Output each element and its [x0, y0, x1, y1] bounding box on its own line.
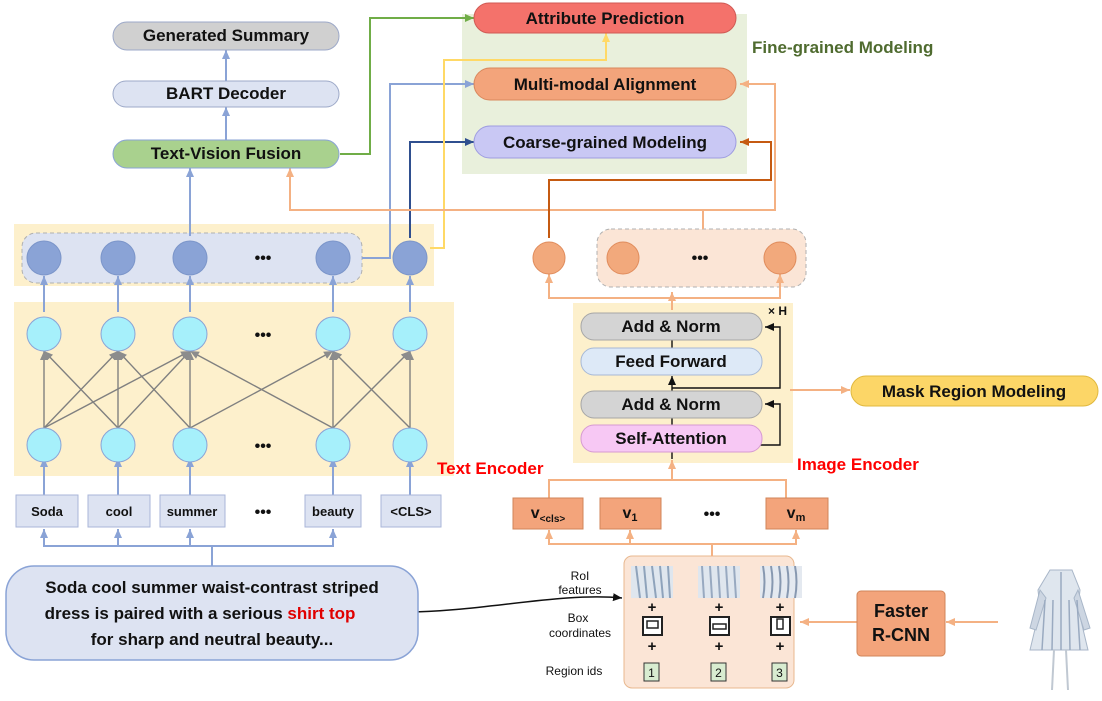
shirt-top-highlight: shirt top — [287, 604, 355, 623]
svg-text:Coarse-grained Modeling: Coarse-grained Modeling — [503, 133, 707, 152]
text-side-arrows — [40, 50, 474, 566]
svg-text:+: + — [715, 638, 724, 655]
text-encoder-label: Text Encoder — [437, 459, 544, 478]
svg-text:+: + — [715, 599, 724, 616]
dress-image — [1029, 569, 1091, 691]
svg-text:2: 2 — [715, 666, 722, 680]
box-coordinate-icon-3 — [770, 616, 791, 636]
input-text-line2-prefix: dress is paired with a serious — [45, 604, 288, 623]
token-cls: <CLS> — [390, 504, 432, 519]
box-coordinate-icon-1 — [642, 616, 663, 636]
roi-thumbnail-3 — [760, 565, 802, 599]
token-summer: summer — [167, 504, 218, 519]
region-ids-label: Region ids — [546, 664, 603, 678]
features-label: features — [558, 583, 601, 597]
svg-text:3: 3 — [776, 666, 783, 680]
box-coordinate-icon-2 — [709, 616, 730, 636]
cls-to-coarse-arrow — [409, 138, 474, 238]
shirt-link-arrow — [404, 593, 623, 616]
svg-text:Faster: Faster — [874, 601, 928, 621]
svg-text:Feed Forward: Feed Forward — [615, 352, 726, 371]
token-soda: Soda — [31, 504, 64, 519]
svg-text:Multi-modal Alignment: Multi-modal Alignment — [514, 75, 697, 94]
svg-text:Self-Attention: Self-Attention — [615, 429, 726, 448]
repeat-h-label: × H — [768, 304, 787, 318]
svg-text:Text-Vision Fusion: Text-Vision Fusion — [151, 144, 302, 163]
visual-token-boxes — [512, 497, 829, 530]
svg-text:Mask Region Modeling: Mask Region Modeling — [882, 382, 1066, 401]
text-hidden-bottom-ellipsis: ••• — [255, 438, 272, 455]
multimodal-alignment-box: Multi-modal Alignment — [473, 67, 737, 101]
text-hidden-circles-top — [26, 316, 428, 352]
svg-text:BART Decoder: BART Decoder — [166, 84, 286, 103]
svg-text:+: + — [776, 599, 785, 616]
token-beauty: beauty — [312, 504, 355, 519]
add-norm-top-box: Add & Norm — [580, 312, 763, 341]
token-ellipsis: ••• — [255, 504, 272, 521]
generated-summary-box: Generated Summary — [112, 21, 340, 51]
roi-label: RoI — [571, 569, 590, 583]
encoder-connections — [40, 350, 414, 429]
box-label: Box — [568, 611, 589, 625]
region-id-2: 2 — [710, 662, 727, 682]
coarse-grained-box: Coarse-grained Modeling — [473, 125, 737, 159]
input-text-line3: for sharp and neutral beauty... — [91, 630, 333, 649]
text-output-circles — [26, 240, 428, 276]
token-cool: cool — [106, 504, 133, 519]
coordinates-label: coordinates — [549, 626, 611, 640]
image-token-group — [596, 228, 807, 288]
text-token-boxes — [15, 494, 442, 528]
image-encoder-label: Image Encoder — [797, 455, 919, 474]
input-text-line2: dress is paired with a serious shirt top — [45, 604, 356, 623]
text-hidden-circles-bottom — [26, 427, 428, 463]
mask-region-box: Mask Region Modeling — [850, 375, 1099, 407]
region-id-1: 1 — [643, 662, 660, 682]
svg-text:Generated Summary: Generated Summary — [143, 26, 310, 45]
bart-decoder-box: BART Decoder — [112, 80, 340, 108]
svg-text:+: + — [648, 638, 657, 655]
cls-to-attribute-arrow — [430, 33, 610, 249]
image-side-arrows — [286, 80, 998, 626]
visual-token-ellipsis: ••• — [704, 506, 721, 523]
svg-text:Attribute Prediction: Attribute Prediction — [526, 9, 685, 28]
fusion-to-attribute-arrow — [340, 14, 474, 155]
text-vision-fusion-box: Text-Vision Fusion — [112, 139, 340, 169]
text-hidden-top-ellipsis: ••• — [255, 327, 272, 344]
feed-forward-box: Feed Forward — [580, 347, 763, 376]
plus-signs: + + + + + + — [648, 599, 785, 655]
faster-rcnn-box: Faster R-CNN — [856, 590, 946, 657]
svg-text:Add & Norm: Add & Norm — [621, 317, 720, 336]
image-output-circles — [532, 241, 797, 275]
cls-to-coarse-image-arrow — [548, 138, 772, 238]
self-attention-box: Self-Attention — [580, 424, 763, 453]
text-output-ellipsis: ••• — [255, 250, 272, 267]
fine-grained-label: Fine-grained Modeling — [752, 38, 933, 57]
attribute-prediction-box: Attribute Prediction — [473, 2, 737, 34]
input-text-bubble — [5, 565, 419, 661]
input-text-line1: Soda cool summer waist-contrast striped — [45, 578, 378, 597]
svg-text:R-CNN: R-CNN — [872, 625, 930, 645]
svg-text:+: + — [776, 638, 785, 655]
roi-thumbnail-2 — [698, 565, 740, 599]
text-encoder-panel — [14, 302, 454, 476]
image-output-ellipsis: ••• — [692, 250, 709, 267]
svg-text:1: 1 — [648, 666, 655, 680]
roi-thumbnail-1 — [631, 565, 673, 599]
svg-text:Add & Norm: Add & Norm — [621, 395, 720, 414]
add-norm-bottom-box: Add & Norm — [580, 390, 763, 419]
region-id-3: 3 — [771, 662, 788, 682]
svg-text:+: + — [648, 599, 657, 616]
